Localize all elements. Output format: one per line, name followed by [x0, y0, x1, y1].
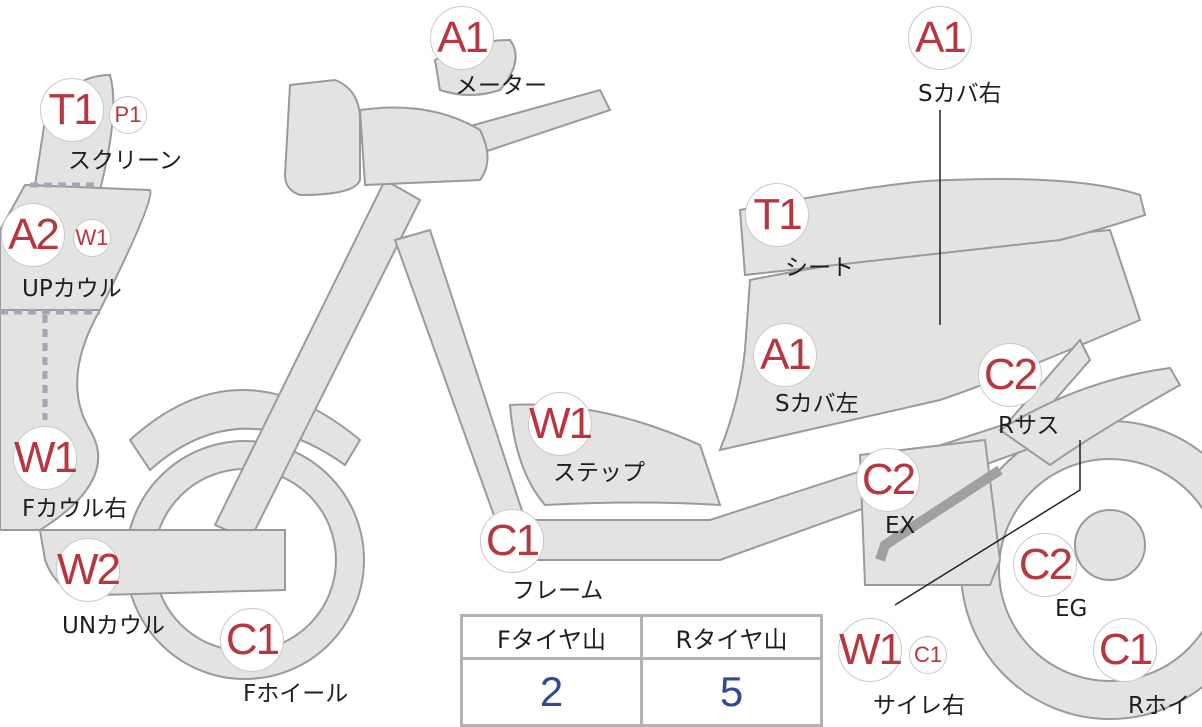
part-label-eg: EG: [1055, 596, 1088, 622]
part-code-badge: W2: [56, 538, 121, 602]
rear-hub-shape: [1074, 509, 1146, 581]
part-label-seat: シート: [785, 255, 854, 281]
part-code-badge: W1: [838, 618, 903, 682]
table-header-rear-tire: Rタイヤ山: [640, 614, 823, 660]
part-code-badge: A1: [430, 6, 494, 70]
part-sub-badge: P1: [109, 96, 147, 134]
part-code-badge: A1: [908, 6, 972, 70]
part-label-scover-right: Sカバ右: [918, 81, 1002, 107]
part-code-badge: W1: [528, 392, 593, 456]
part-code-badge: T1: [745, 183, 809, 247]
part-sub-badge: C1: [909, 636, 947, 674]
part-code-badge: A1: [753, 323, 817, 387]
silencer-shape: [998, 366, 1182, 467]
part-label-r-wheel: Rホイ: [1128, 693, 1190, 719]
part-code-badge: C2: [856, 448, 920, 512]
part-sub-badge: W1: [73, 219, 111, 257]
seat-shape: [738, 178, 1147, 277]
part-code-badge: C1: [480, 509, 544, 573]
part-label-up-cowl: UPカウル: [22, 276, 122, 302]
part-label-f-cowl-right: Fカウル右: [22, 496, 128, 522]
part-code-badge: A2: [1, 203, 65, 267]
front-tire-value: 2: [460, 657, 643, 727]
part-code-badge: W1: [13, 426, 78, 490]
part-label-rear-sus: Rサス: [998, 413, 1060, 439]
part-code-badge: C1: [220, 608, 284, 672]
tire-tread-table: Fタイヤ山 Rタイヤ山 2 5: [460, 614, 823, 727]
part-label-step: ステップ: [553, 460, 645, 486]
table-header-front-tire: Fタイヤ山: [460, 614, 643, 660]
headlight-shape: [283, 78, 361, 197]
part-label-ex: EX: [885, 513, 916, 539]
part-label-screen: スクリーン: [68, 148, 182, 174]
part-label-silencer-right: サイレ右: [873, 693, 965, 719]
part-code-badge: C2: [978, 343, 1042, 407]
part-label-f-wheel: Fホイール: [243, 681, 349, 707]
part-code-badge: C2: [1013, 533, 1077, 597]
part-code-badge: C1: [1093, 618, 1157, 682]
part-label-meter: メーター: [455, 73, 547, 99]
part-label-scover-left: Sカバ左: [775, 391, 859, 417]
rear-tire-value: 5: [640, 657, 823, 727]
part-code-badge: T1: [40, 78, 104, 142]
part-label-frame: フレーム: [512, 578, 604, 604]
handle-cover-shape: [358, 106, 489, 187]
part-label-un-cowl: UNカウル: [62, 613, 166, 639]
